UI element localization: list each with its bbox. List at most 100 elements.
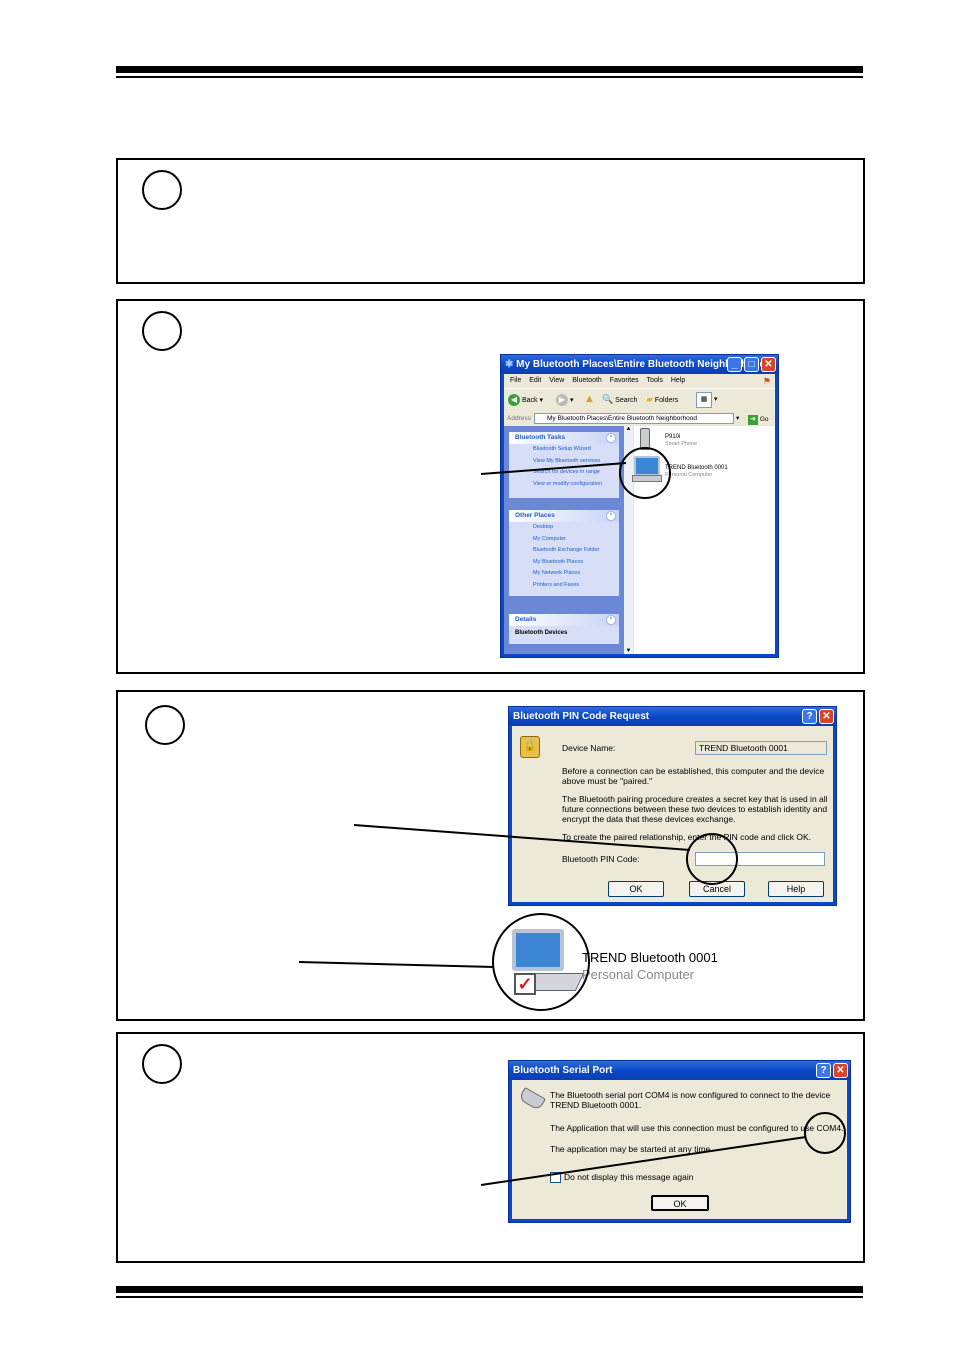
device-name-field: TREND Bluetooth 0001 <box>695 741 827 755</box>
menu-edit[interactable]: Edit <box>529 377 542 384</box>
pin-dialog-title: Bluetooth PIN Code Request <box>513 711 650 722</box>
place-item[interactable]: Bluetooth Exchange Folder <box>533 547 600 553</box>
place-item[interactable]: Printers and Faxes <box>533 581 580 588</box>
other-places-header[interactable]: Other Places ⌃ <box>509 510 619 522</box>
bluetooth-tasks-header[interactable]: Bluetooth Tasks ⌃ <box>509 432 619 444</box>
pin-code-label: Bluetooth PIN Code: <box>562 854 640 864</box>
scroll-down-icon[interactable]: ▼ <box>625 648 632 654</box>
do-not-display-label: Do not display this message again <box>564 1172 694 1182</box>
address-value: My Bluetooth Places\Entire Bluetooth Nei… <box>547 415 697 422</box>
forward-button[interactable]: ▶ ▾ <box>556 394 573 406</box>
address-label: Address <box>507 415 531 422</box>
task-item[interactable]: View My Bluetooth services <box>533 457 601 464</box>
address-dropdown-icon[interactable]: ▾ <box>736 415 740 422</box>
folders-button[interactable]: ▰ Folders <box>646 394 678 405</box>
help-icon[interactable]: ? <box>802 709 817 724</box>
place-item[interactable]: My Bluetooth Places <box>533 558 584 565</box>
place-item[interactable]: My Computer <box>533 535 567 542</box>
close-icon[interactable]: ✕ <box>761 357 776 372</box>
serial-port-dialog: Bluetooth Serial Port ? ✕ The Bluetooth … <box>508 1060 851 1223</box>
serial-connector-icon <box>518 1086 546 1112</box>
paired-computer-icon <box>512 929 564 971</box>
back-button[interactable]: ◀ Back ▾ <box>508 394 543 406</box>
serial-application-text: The Application that will use this conne… <box>550 1123 844 1133</box>
menu-tools[interactable]: Tools <box>646 377 663 384</box>
pin-code-dialog: Bluetooth PIN Code Request ? ✕ 🔒 Device … <box>508 706 837 906</box>
folder-icon: ▰ <box>646 394 653 404</box>
paired-device-type: Personal Computer <box>582 967 694 982</box>
step-4-circle <box>142 1044 182 1084</box>
pin-dialog-body: 🔒 Device Name: TREND Bluetooth 0001 Befo… <box>512 726 833 902</box>
bluetooth-tasks-group: Bluetooth Tasks ⌃ Bluetooth Setup Wizard… <box>509 432 619 498</box>
place-item[interactable]: Desktop <box>533 524 554 530</box>
ok-button[interactable]: OK <box>608 881 664 897</box>
details-group: Details ⌃ Bluetooth Devices <box>509 614 619 644</box>
place-item[interactable]: My Network Places <box>533 570 581 576</box>
pin-dialog-title-bar[interactable]: Bluetooth PIN Code Request ? ✕ <box>509 707 836 726</box>
vertical-scrollbar[interactable]: ▲ ▼ <box>624 426 634 654</box>
device-name: P910i <box>665 434 681 440</box>
up-folder-icon[interactable]: ▲ <box>584 393 595 405</box>
do-not-display-checkbox[interactable] <box>550 1172 561 1183</box>
search-button[interactable]: 🔍 Search <box>602 394 637 405</box>
computer-icon <box>634 456 660 476</box>
pin-code-input[interactable] <box>695 852 825 866</box>
go-label: Go <box>759 416 769 423</box>
collapse-icon[interactable]: ⌃ <box>606 615 616 625</box>
task-pane: Bluetooth Tasks ⌃ Bluetooth Setup Wizard… <box>504 426 624 654</box>
address-bar: Address My Bluetooth Places\Entire Bluet… <box>504 412 775 426</box>
top-rule-thin <box>116 76 863 78</box>
details-header[interactable]: Details ⌃ <box>509 614 619 626</box>
task-item[interactable]: Search for devices in range <box>533 469 600 475</box>
pairing-instruction-text: To create the paired relationship, enter… <box>562 832 811 842</box>
task-item[interactable]: View or modify configuration <box>533 480 602 487</box>
bottom-rule-thick <box>116 1286 863 1293</box>
windows-flag-icon: ⚑ <box>762 376 771 386</box>
step-3-circle <box>145 705 185 745</box>
serial-dialog-title: Bluetooth Serial Port <box>513 1065 613 1076</box>
maximize-icon[interactable]: □ <box>744 357 759 372</box>
cancel-button[interactable]: Cancel <box>689 881 745 897</box>
keyboard-icon <box>632 475 662 482</box>
step-1-circle <box>142 170 182 210</box>
menu-bluetooth[interactable]: Bluetooth <box>572 377 602 384</box>
go-arrow-icon: ➔ <box>748 415 758 425</box>
other-places-title: Other Places <box>515 512 555 519</box>
back-arrow-icon: ◀ <box>508 394 520 406</box>
scroll-up-icon[interactable]: ▲ <box>625 426 632 432</box>
folders-label: Folders <box>654 397 679 404</box>
key-lock-icon: 🔒 <box>520 736 540 758</box>
address-field[interactable]: My Bluetooth Places\Entire Bluetooth Nei… <box>534 413 734 424</box>
help-icon[interactable]: ? <box>816 1063 831 1078</box>
views-button[interactable]: ▦ <box>696 392 712 408</box>
details-title: Details <box>515 616 537 623</box>
bluetooth-icon: ✱ <box>505 359 514 370</box>
go-button[interactable]: ➔ Go <box>748 413 768 427</box>
search-label: Search <box>615 397 638 404</box>
ok-button[interactable]: OK <box>651 1195 709 1211</box>
menu-view[interactable]: View <box>549 377 565 384</box>
minimize-icon[interactable]: _ <box>727 357 742 372</box>
serial-start-text: The application may be started at any ti… <box>550 1144 713 1154</box>
menu-file[interactable]: File <box>510 377 522 384</box>
serial-dialog-title-bar[interactable]: Bluetooth Serial Port ? ✕ <box>509 1061 850 1080</box>
menu-favorites[interactable]: Favorites <box>609 377 639 384</box>
forward-arrow-icon: ▶ <box>556 394 568 406</box>
close-icon[interactable]: ✕ <box>833 1063 848 1078</box>
paired-checkmark-icon: ✓ <box>514 973 536 995</box>
file-pane: ▲ ▼ P910i Smart Phone TREND Bluetooth 00… <box>624 426 775 654</box>
serial-configured-text: The Bluetooth serial port COM4 is now co… <box>550 1090 831 1110</box>
task-item[interactable]: Bluetooth Setup Wizard <box>533 446 591 452</box>
collapse-icon[interactable]: ⌃ <box>606 433 616 443</box>
menu-help[interactable]: Help <box>670 377 686 384</box>
views-dropdown-icon[interactable]: ▾ <box>714 396 718 403</box>
help-button[interactable]: Help <box>768 881 824 897</box>
device-name-value: TREND Bluetooth 0001 <box>699 743 788 753</box>
bluetooth-tasks-title: Bluetooth Tasks <box>515 434 566 441</box>
details-body: Bluetooth Devices <box>515 630 568 636</box>
toolbar: ◀ Back ▾ ▶ ▾ ▲ 🔍 Search ▰ Folders ▦ ▾ <box>504 388 775 413</box>
bluetooth-explorer-window: ✱ My Bluetooth Places\Entire Bluetooth N… <box>500 354 779 658</box>
close-icon[interactable]: ✕ <box>819 709 834 724</box>
collapse-icon[interactable]: ⌃ <box>606 511 616 521</box>
explorer-title-bar[interactable]: ✱ My Bluetooth Places\Entire Bluetooth N… <box>501 355 778 374</box>
